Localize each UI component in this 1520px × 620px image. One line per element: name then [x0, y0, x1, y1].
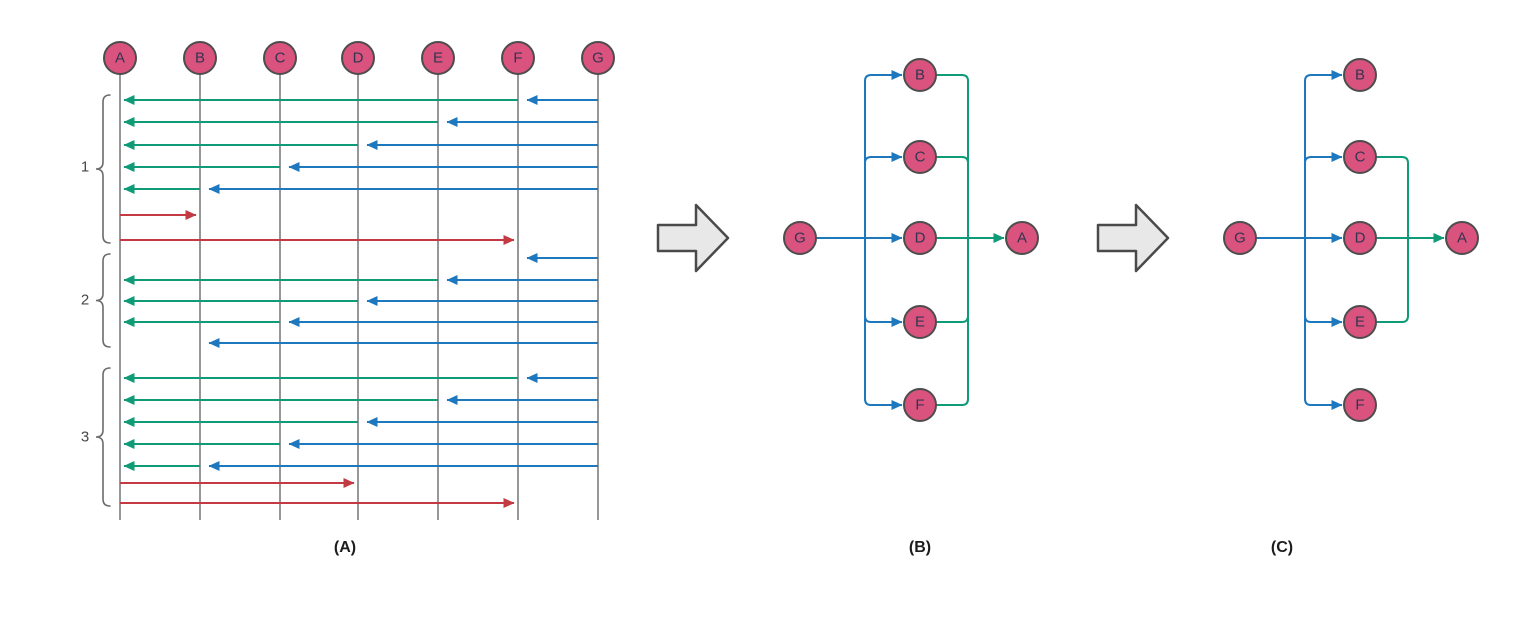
panel-a-caption: (A): [333, 539, 357, 556]
panel-c-caption: (C): [1270, 539, 1294, 556]
node-circle-c-F: [1343, 388, 1377, 422]
node-b-G: G: [783, 221, 817, 255]
request-edge-c-E: [1304, 238, 1343, 327]
node-b-E: E: [903, 305, 937, 339]
node-c-C: C: [1343, 140, 1377, 174]
node-label-b-E: E: [915, 314, 925, 331]
node-circle-c-G: [1223, 221, 1257, 255]
response-edge-b-C: [936, 156, 969, 238]
node-circle-c-B: [1343, 58, 1377, 92]
panel-b-graph: G B C D E F A: [783, 58, 1039, 422]
node-c-A: A: [1445, 221, 1479, 255]
node-label-b-B: B: [915, 67, 925, 84]
node-b-A: A: [1005, 221, 1039, 255]
node-c-D: D: [1343, 221, 1377, 255]
node-circle-a-D: [341, 41, 375, 75]
node-circle-c-C: [1343, 140, 1377, 174]
node-label-a-A: A: [115, 50, 125, 67]
request-edge-c-B: [1304, 70, 1343, 238]
node-c-G: G: [1223, 221, 1257, 255]
node-a-A: A: [103, 41, 137, 75]
node-label-b-D: D: [915, 230, 926, 247]
node-circle-a-G: [581, 41, 615, 75]
node-label-a-C: C: [275, 50, 286, 67]
node-label-a-B: B: [195, 50, 205, 67]
node-label-a-F: F: [513, 50, 522, 67]
group-2-label: 2: [80, 291, 90, 309]
node-circle-c-A: [1445, 221, 1479, 255]
response-edge-b-F: [936, 238, 969, 406]
response-edge-b-E: [936, 238, 969, 323]
node-label-a-E: E: [433, 50, 443, 67]
node-circle-b-C: [903, 140, 937, 174]
node-circle-a-F: [501, 41, 535, 75]
brace-group-3: [95, 367, 111, 507]
node-c-B: B: [1343, 58, 1377, 92]
group-3-label: 3: [80, 428, 90, 446]
request-edge-b-B: [864, 70, 903, 238]
node-circle-c-E: [1343, 305, 1377, 339]
request-edge-c-F: [1304, 238, 1343, 410]
node-circle-a-C: [263, 41, 297, 75]
request-edge-b-E: [864, 238, 903, 327]
node-circle-b-D: [903, 221, 937, 255]
node-label-c-F: F: [1355, 397, 1364, 414]
node-label-a-G: G: [592, 50, 604, 67]
request-edge-b-C: [864, 152, 903, 238]
node-circle-b-A: [1005, 221, 1039, 255]
brace-group-2: [95, 253, 111, 348]
panel-a-sequence: A B C D E F G: [95, 41, 615, 520]
response-edge-b-B: [936, 74, 969, 238]
node-circle-b-B: [903, 58, 937, 92]
response-edge-c-E: [1376, 238, 1409, 323]
request-edge-c-C: [1304, 152, 1343, 238]
node-b-C: C: [903, 140, 937, 174]
response-edge-c-C: [1376, 156, 1409, 238]
node-label-b-F: F: [915, 397, 924, 414]
node-a-E: E: [421, 41, 455, 75]
panel-b-caption: (B): [908, 539, 932, 556]
node-label-b-A: A: [1017, 230, 1027, 247]
node-circle-b-F: [903, 388, 937, 422]
node-b-F: F: [903, 388, 937, 422]
panel-c-graph: G B C D E F A: [1223, 58, 1479, 422]
node-label-a-D: D: [353, 50, 364, 67]
node-a-G: G: [581, 41, 615, 75]
node-label-c-A: A: [1457, 230, 1467, 247]
node-circle-c-D: [1343, 221, 1377, 255]
node-label-c-E: E: [1355, 314, 1365, 331]
node-b-D: D: [903, 221, 937, 255]
node-a-C: C: [263, 41, 297, 75]
node-label-b-C: C: [915, 149, 926, 166]
node-b-B: B: [903, 58, 937, 92]
brace-group-1: [95, 94, 111, 244]
transform-arrow-icon-2: [1096, 203, 1170, 273]
node-circle-a-A: [103, 41, 137, 75]
node-c-F: F: [1343, 388, 1377, 422]
node-circle-a-B: [183, 41, 217, 75]
group-1-label: 1: [80, 158, 90, 176]
node-label-c-D: D: [1355, 230, 1366, 247]
node-circle-b-E: [903, 305, 937, 339]
node-a-B: B: [183, 41, 217, 75]
node-label-b-G: G: [794, 230, 806, 247]
node-label-c-B: B: [1355, 67, 1365, 84]
node-circle-a-E: [421, 41, 455, 75]
node-label-c-C: C: [1355, 149, 1366, 166]
node-a-D: D: [341, 41, 375, 75]
node-label-c-G: G: [1234, 230, 1246, 247]
node-circle-b-G: [783, 221, 817, 255]
node-a-F: F: [501, 41, 535, 75]
node-c-E: E: [1343, 305, 1377, 339]
transform-arrow-icon-1: [656, 203, 730, 273]
request-edge-b-F: [864, 238, 903, 410]
